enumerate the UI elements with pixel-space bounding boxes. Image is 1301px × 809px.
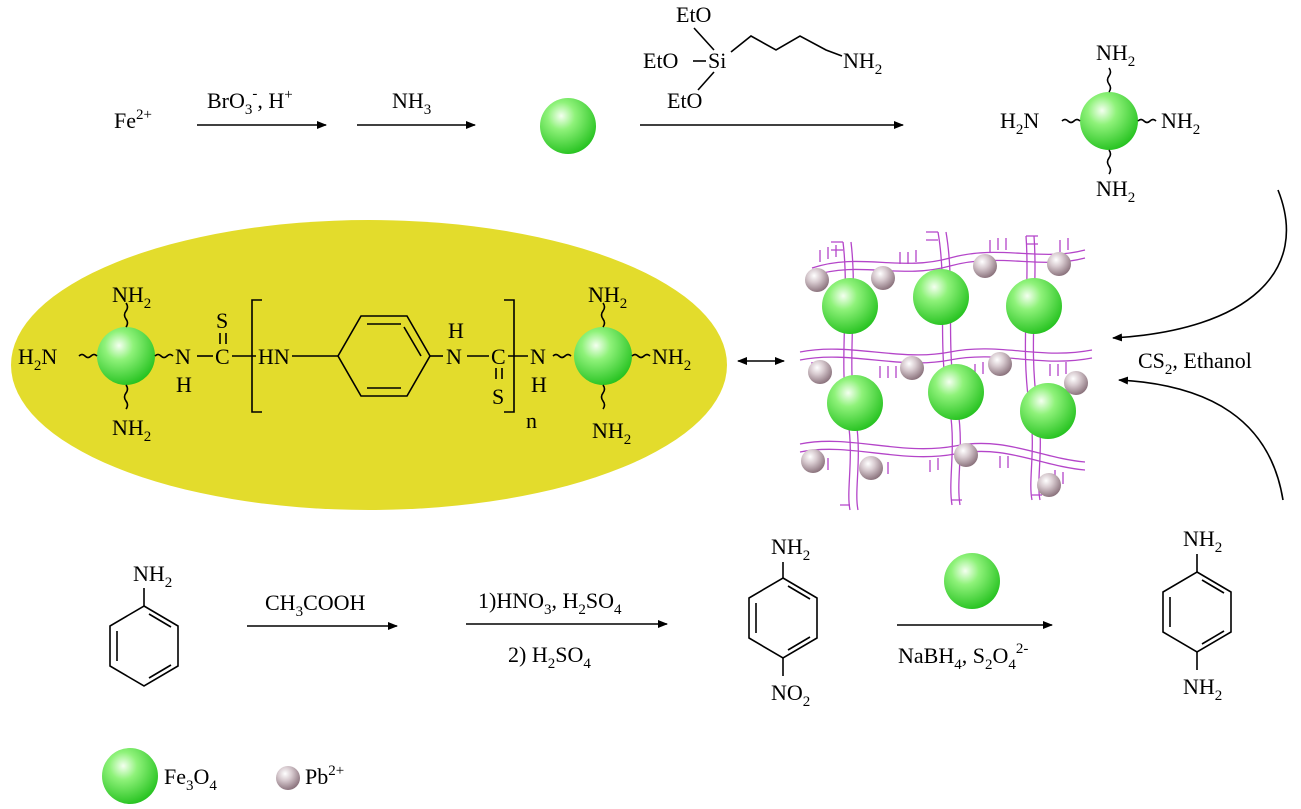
svg-text:S: S [492, 384, 504, 409]
svg-text:N: N [446, 344, 462, 369]
svg-text:EtO: EtO [676, 2, 711, 27]
reagent-hydrolysis: 2) H2SO4 [508, 642, 591, 672]
svg-text:Si: Si [708, 48, 726, 73]
svg-text:NH2: NH2 [1096, 176, 1135, 206]
svg-text:EtO: EtO [667, 88, 702, 113]
polymer-network [799, 231, 1093, 511]
phenylenediamine-structure: NH2 NH2 [1162, 526, 1232, 704]
svg-text:NH2: NH2 [843, 48, 882, 78]
svg-text:C: C [215, 344, 230, 369]
svg-text:H: H [176, 372, 192, 397]
nitroaniline-structure: NH2 NO2 [748, 534, 818, 710]
polymer-structure: NH2 NH2 H2N N H C S HN H N C S n N [18, 282, 691, 448]
svg-text:NH2: NH2 [112, 415, 151, 445]
svg-text:H: H [531, 372, 547, 397]
reagent-bromate: BrO3-, H+ [207, 86, 293, 118]
svg-text:NH2: NH2 [1183, 674, 1222, 704]
aptes-structure: EtO EtO Si EtO NH2 [643, 2, 882, 113]
aniline-structure: NH2 [109, 561, 179, 687]
svg-text:NH2: NH2 [133, 561, 172, 591]
svg-text:S: S [216, 308, 228, 333]
svg-text:NH2: NH2 [1096, 40, 1135, 70]
reagent-reduction: NaBH4, S2O42- [898, 641, 1028, 673]
fe3o4-sphere [540, 98, 596, 154]
svg-text:N: N [530, 344, 546, 369]
svg-text:NH2: NH2 [652, 344, 691, 374]
svg-text:NH2: NH2 [588, 282, 627, 312]
reagent-ammonia: NH3 [392, 88, 431, 118]
legend-fe3o4-swatch [102, 748, 158, 804]
svg-text:C: C [491, 344, 506, 369]
svg-text:H: H [448, 318, 464, 343]
arrow-curve-lower [1118, 376, 1284, 501]
svg-text:EtO: EtO [643, 48, 678, 73]
svg-text:NH2: NH2 [1161, 108, 1200, 138]
svg-text:NH2: NH2 [592, 418, 631, 448]
reagent-nitration: 1)HNO3, H2SO4 [478, 588, 622, 618]
svg-text:NH2: NH2 [1183, 526, 1222, 556]
reagent-cs2-ethanol: CS2, Ethanol [1138, 348, 1252, 378]
legend-pb-label: Pb2+ [305, 763, 344, 789]
svg-text:HN: HN [258, 344, 290, 369]
amine-sphere: NH2 NH2 H2N NH2 [1000, 40, 1200, 206]
legend-pb-swatch [276, 766, 300, 790]
svg-text:NO2: NO2 [771, 680, 810, 710]
arrow-curve-upper [1112, 189, 1288, 342]
legend-fe3o4-label: Fe3O4 [164, 764, 217, 794]
catalyst-sphere [944, 553, 1000, 609]
svg-text:H2N: H2N [1000, 108, 1039, 138]
svg-text:n: n [526, 408, 537, 433]
svg-text:N: N [175, 344, 191, 369]
svg-text:NH2: NH2 [771, 534, 810, 564]
legend: Fe3O4 Pb2+ [102, 748, 344, 804]
fe2-ion: Fe2+ [114, 107, 152, 133]
reagent-acetic-acid: CH3COOH [265, 590, 366, 620]
svg-text:H2N: H2N [18, 344, 57, 374]
polymer-highlight [11, 220, 727, 510]
svg-text:NH2: NH2 [112, 282, 151, 312]
